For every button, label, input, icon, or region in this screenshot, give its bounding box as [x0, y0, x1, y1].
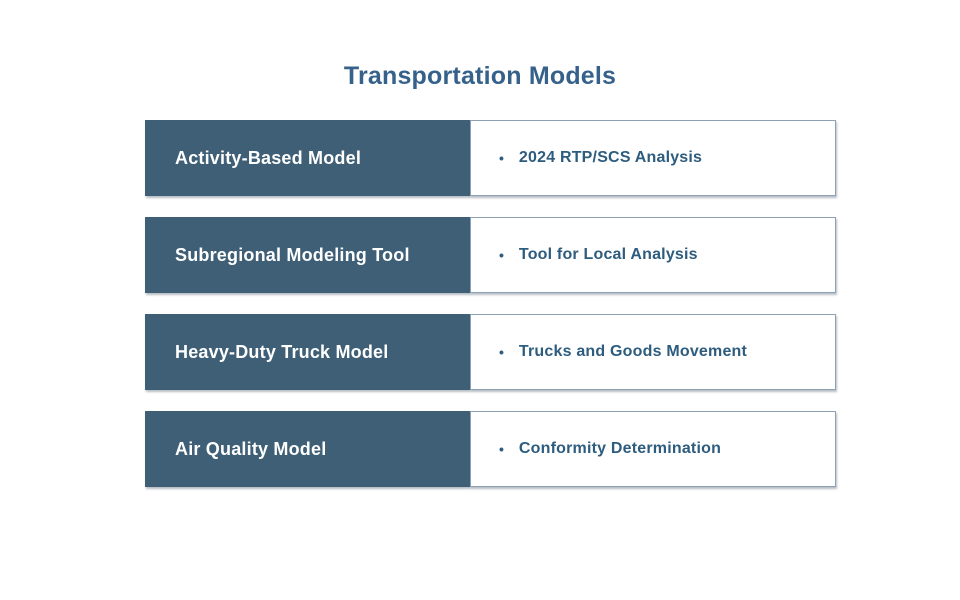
model-label-box: Subregional Modeling Tool	[145, 217, 470, 293]
model-row-subregional: Subregional Modeling Tool • Tool for Loc…	[145, 217, 836, 293]
model-label-box: Heavy-Duty Truck Model	[145, 314, 470, 390]
model-label-box: Air Quality Model	[145, 411, 470, 487]
model-rows: Activity-Based Model • 2024 RTP/SCS Anal…	[145, 120, 836, 508]
model-label: Subregional Modeling Tool	[175, 244, 410, 265]
model-detail: 2024 RTP/SCS Analysis	[518, 149, 703, 166]
model-row-heavy-duty-truck: Heavy-Duty Truck Model • Trucks and Good…	[145, 314, 836, 390]
model-row-air-quality: Air Quality Model • Conformity Determina…	[145, 411, 836, 487]
bullet-icon: •	[499, 150, 504, 166]
bullet-icon: •	[499, 441, 504, 457]
model-detail: Tool for Local Analysis	[518, 246, 698, 263]
page-title: Transportation Models	[343, 62, 617, 90]
bullet-icon: •	[499, 247, 504, 263]
model-label-box: Activity-Based Model	[145, 120, 470, 196]
model-label: Heavy-Duty Truck Model	[175, 341, 389, 362]
model-detail-box: • Conformity Determination	[470, 411, 836, 487]
model-detail-box: • Trucks and Goods Movement	[470, 314, 836, 390]
model-detail: Conformity Determination	[518, 440, 722, 457]
model-label: Air Quality Model	[175, 438, 327, 459]
bullet-icon: •	[499, 344, 504, 360]
model-detail-box: • 2024 RTP/SCS Analysis	[470, 120, 836, 196]
model-row-activity-based: Activity-Based Model • 2024 RTP/SCS Anal…	[145, 120, 836, 196]
model-detail: Trucks and Goods Movement	[518, 343, 748, 360]
model-label: Activity-Based Model	[175, 147, 362, 168]
model-detail-box: • Tool for Local Analysis	[470, 217, 836, 293]
